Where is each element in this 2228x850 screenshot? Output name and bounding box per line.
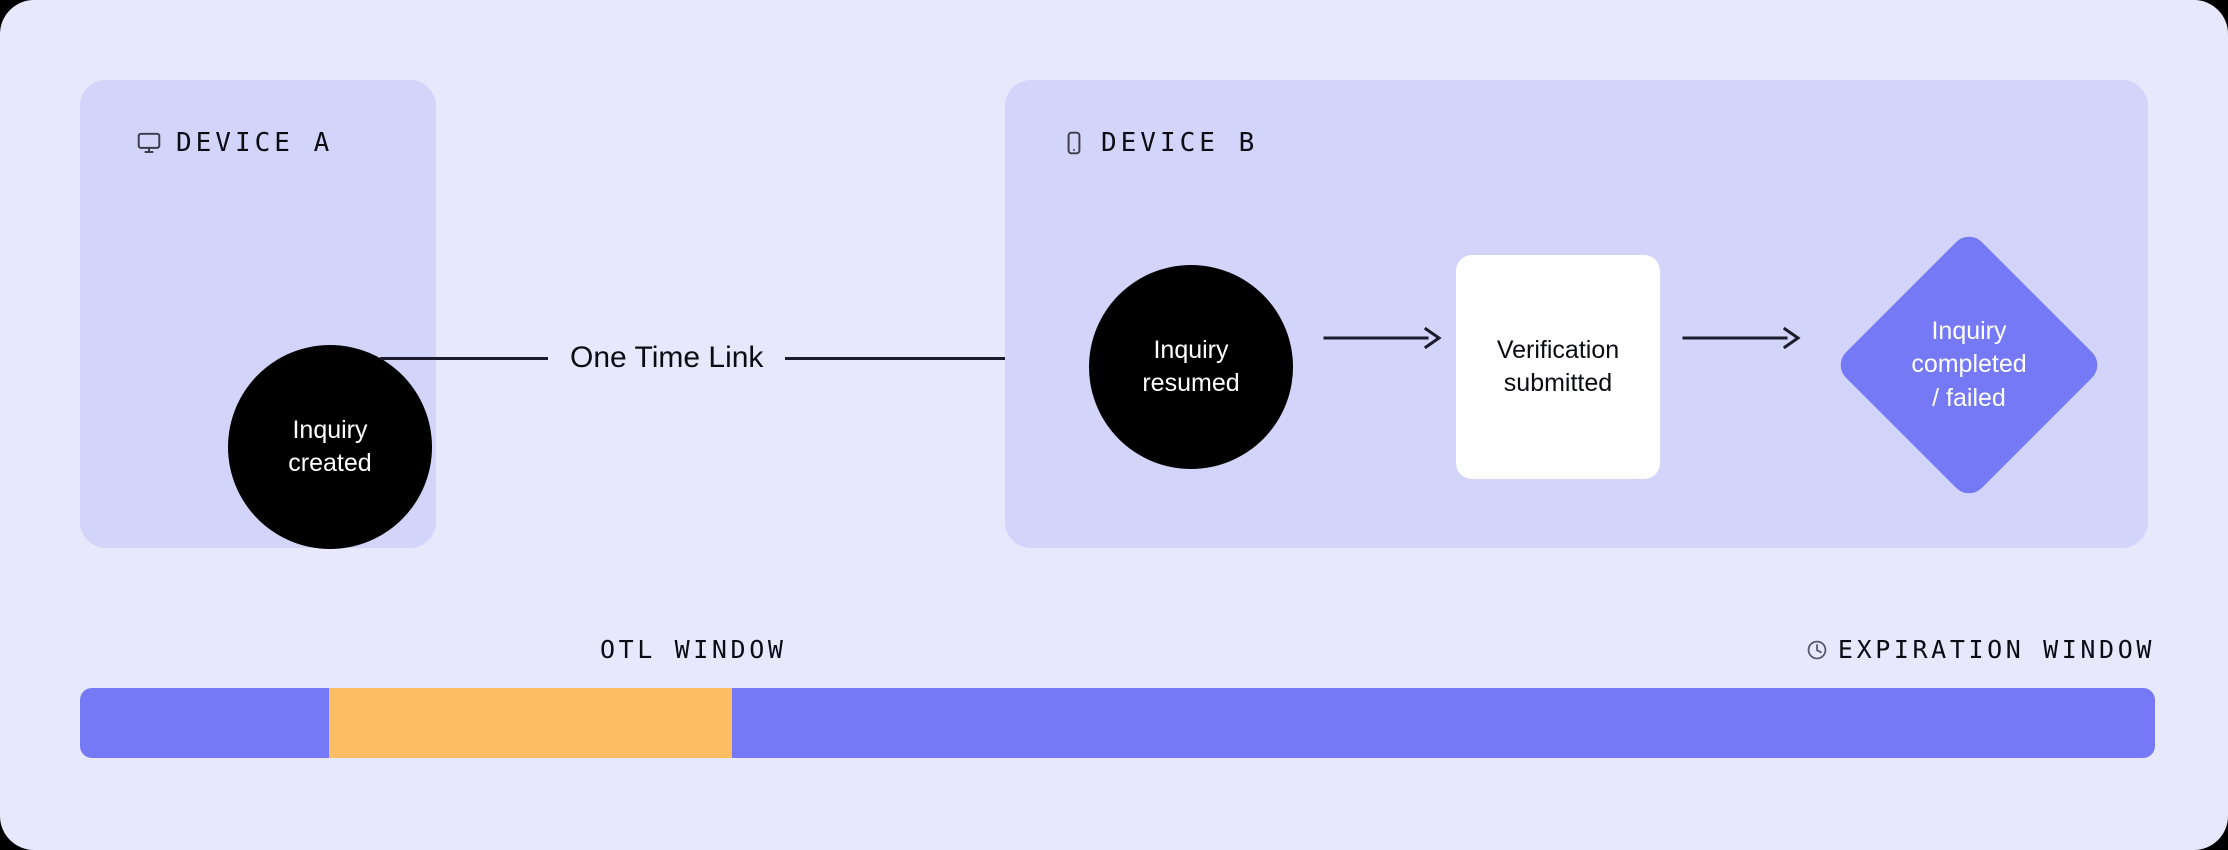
node-inquiry-completed-failed[interactable]: Inquiry completed / failed <box>1833 220 2105 510</box>
connector-line-left <box>380 356 548 360</box>
mobile-phone-icon <box>1067 131 1081 155</box>
otl-window-text: OTL WINDOW <box>600 635 787 664</box>
device-b-title: DEVICE B <box>1101 128 1259 158</box>
connector-line-right <box>785 356 1036 360</box>
device-b-panel: DEVICE B Inquiry resumed Verification su… <box>1005 80 2148 548</box>
device-a-header: DEVICE A <box>136 130 333 156</box>
expiration-window-text: EXPIRATION WINDOW <box>1837 635 2155 664</box>
node-inquiry-created-label: Inquiry created <box>288 415 372 477</box>
timeline-segment-pre-otl <box>80 688 329 758</box>
node-inquiry-created[interactable]: Inquiry created <box>228 345 432 549</box>
connector-one-time-link-label: One Time Link <box>570 341 764 374</box>
timeline-segment-otl-window <box>329 688 732 758</box>
node-inquiry-completed-failed-label: Inquiry completed / failed <box>1911 317 2027 412</box>
monitor-icon <box>137 132 161 153</box>
device-a-title: DEVICE A <box>176 128 334 158</box>
node-inquiry-resumed[interactable]: Inquiry resumed <box>1089 265 1293 469</box>
connector-verification-to-outcome <box>1682 326 1801 350</box>
otl-window-label: OTL WINDOW <box>600 637 787 662</box>
node-verification-submitted-label: Verification submitted <box>1496 335 1620 397</box>
connector-resumed-to-verification <box>1323 326 1442 350</box>
timeline-bar[interactable] <box>80 688 2155 758</box>
timeline-labels: OTL WINDOW EXPIRATION WINDOW <box>80 637 2155 673</box>
connector-one-time-link: One Time Link <box>380 341 1055 374</box>
node-verification-submitted[interactable]: Verification submitted <box>1456 255 1660 479</box>
device-a-panel: DEVICE A Inquiry created <box>80 80 436 549</box>
node-inquiry-resumed-label: Inquiry resumed <box>1142 335 1240 397</box>
timeline-segment-expiration-window <box>731 688 2155 758</box>
expiration-window-label: EXPIRATION WINDOW <box>1806 637 2155 662</box>
device-b-header: DEVICE B <box>1061 130 1258 156</box>
clock-icon <box>1807 640 1827 659</box>
